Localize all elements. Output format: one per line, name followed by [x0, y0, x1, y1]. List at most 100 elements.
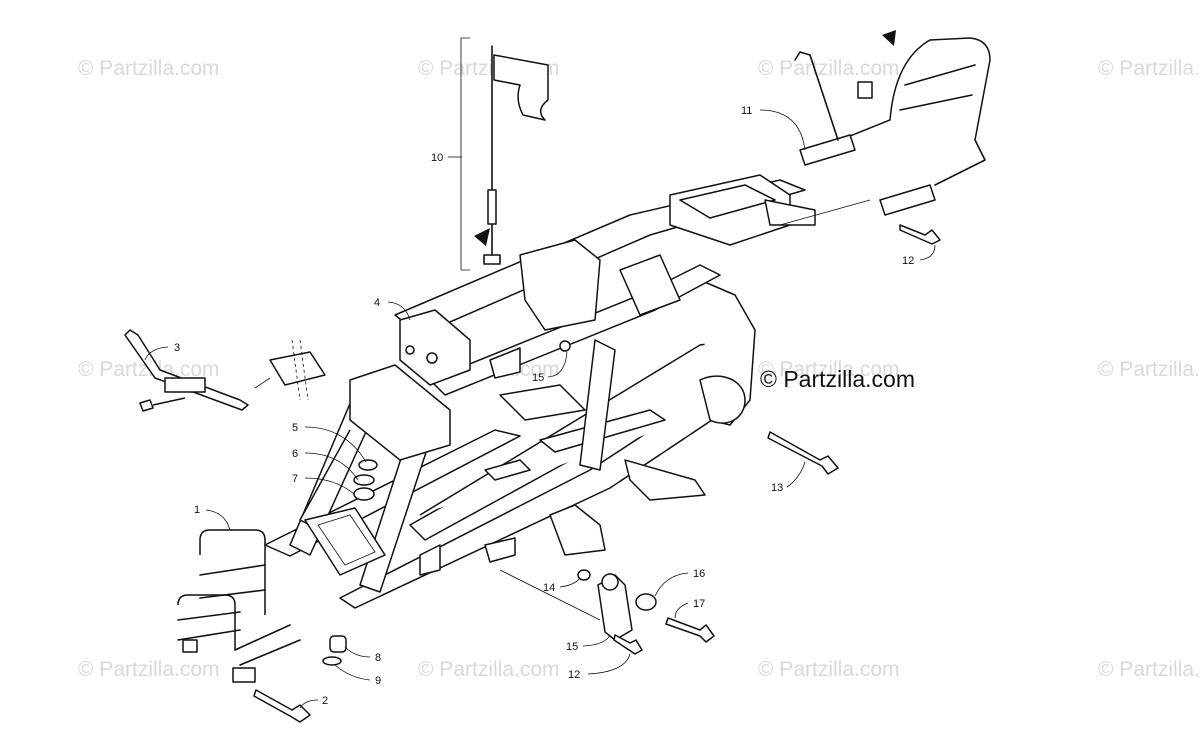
leader-2 [299, 699, 319, 709]
leader-4 [387, 301, 411, 321]
leader-mount-link [499, 569, 601, 621]
lower-cross-member [484, 459, 531, 481]
rear-rack-hoop [839, 37, 991, 141]
arrow-marker-icon [882, 30, 896, 46]
leader-6 [304, 452, 359, 481]
leader-3-link [254, 377, 271, 389]
callout-8: 8 [375, 652, 381, 664]
head-tube-bracket-lower [349, 364, 451, 461]
leader-17 [674, 602, 689, 619]
callout-2: 2 [322, 695, 328, 707]
front-bumper-foot [232, 667, 256, 683]
leader-9 [334, 664, 371, 681]
front-bumper-clip [182, 639, 198, 653]
callout-10: 10 [431, 152, 443, 164]
rear-rack [794, 30, 991, 216]
watermark: © Partzilla.com [758, 658, 900, 681]
rear-eyelet [699, 375, 746, 424]
bushing-8 [329, 635, 347, 653]
leader-3 [144, 346, 169, 361]
bracket-hole [426, 352, 438, 364]
copyright-notice: © Partzilla.com [760, 366, 915, 392]
callout-15-lower: 15 [566, 641, 578, 653]
side-bar [124, 329, 326, 412]
nut-14 [577, 569, 591, 581]
callout-17: 17 [693, 598, 705, 610]
leader-lines [144, 109, 936, 709]
bolt-17 [665, 617, 715, 643]
watermark: © Partzilla.com [1098, 658, 1200, 681]
callout-16: 16 [693, 568, 705, 580]
rear-rack-clip [857, 81, 873, 99]
callout-12-upper: 12 [902, 255, 914, 267]
rear-rack-foot-left [799, 134, 856, 166]
footrest-bracket [624, 459, 706, 501]
callout-1: 1 [194, 504, 200, 516]
leader-5 [304, 426, 367, 463]
front-bumper-mount [234, 624, 301, 666]
callout-7: 7 [292, 473, 298, 485]
front-bumper [177, 529, 301, 683]
frame-nut [559, 340, 571, 352]
leader-15b [582, 634, 611, 647]
flag-group-bracket [460, 37, 470, 271]
callout-5: 5 [292, 422, 298, 434]
leader-1 [205, 509, 231, 531]
bushing-5 [358, 459, 378, 471]
bolt-12-upper [899, 224, 941, 245]
side-bar-bolt [139, 397, 186, 412]
callout-15-upper: 15 [532, 372, 544, 384]
bushing-16 [635, 593, 657, 611]
leader-15a [547, 351, 568, 378]
center-bracket [519, 239, 601, 331]
leader-13 [786, 461, 806, 488]
bolt-2 [253, 689, 311, 723]
side-tab [489, 347, 521, 379]
watermark: © Partzilla.com [758, 57, 900, 80]
watermark: © Partzilla.com [78, 57, 220, 80]
bushing-7 [353, 487, 375, 501]
callout-3: 3 [174, 342, 180, 354]
hardware [253, 224, 941, 723]
front-suspension-mount [304, 507, 386, 576]
side-bar-clamp [269, 351, 326, 386]
rear-rack-brace [794, 51, 839, 141]
rear-rack-bars [899, 64, 976, 111]
washer-6 [353, 474, 375, 486]
front-bumper-bars [177, 611, 241, 641]
safety-flag [460, 37, 549, 271]
lower-tab [484, 537, 516, 563]
callout-6: 6 [292, 448, 298, 460]
rear-rack-strut [934, 139, 986, 186]
callout-13: 13 [771, 482, 783, 494]
callout-14: 14 [543, 582, 555, 594]
leader-8 [344, 646, 371, 658]
leader-14 [559, 577, 581, 588]
center-upright [579, 339, 616, 471]
watermark: © Partzilla.com [1098, 57, 1200, 80]
leader-12b [587, 653, 631, 675]
callout-labels: 1 2 3 4 5 6 7 8 9 10 11 12 12 13 14 15 1… [174, 105, 914, 707]
seat-mount-top [679, 184, 776, 219]
leader-12a [919, 244, 936, 261]
side-bar-tube [124, 329, 249, 411]
watermark: © Partzilla.com [78, 658, 220, 681]
callout-9: 9 [375, 675, 381, 687]
bolt-13 [767, 431, 839, 475]
arrow-marker-icon [474, 228, 490, 246]
head-tube-bracket-upper [399, 309, 471, 386]
leader-16 [654, 572, 689, 597]
suspension-tab [419, 544, 441, 576]
bracket-hole [405, 345, 415, 355]
clamp-axis [291, 339, 309, 401]
watermark: © Partzilla.com [418, 658, 560, 681]
bracket-eye [601, 573, 619, 591]
watermark: © Partzilla.com [758, 358, 900, 381]
engine-mount-bracket [549, 504, 606, 556]
side-bar-plate [164, 377, 206, 393]
main-frame-drawing [264, 174, 816, 609]
rear-bracket [619, 254, 681, 316]
washer-9 [322, 656, 342, 666]
floor-plate-left [499, 384, 586, 421]
